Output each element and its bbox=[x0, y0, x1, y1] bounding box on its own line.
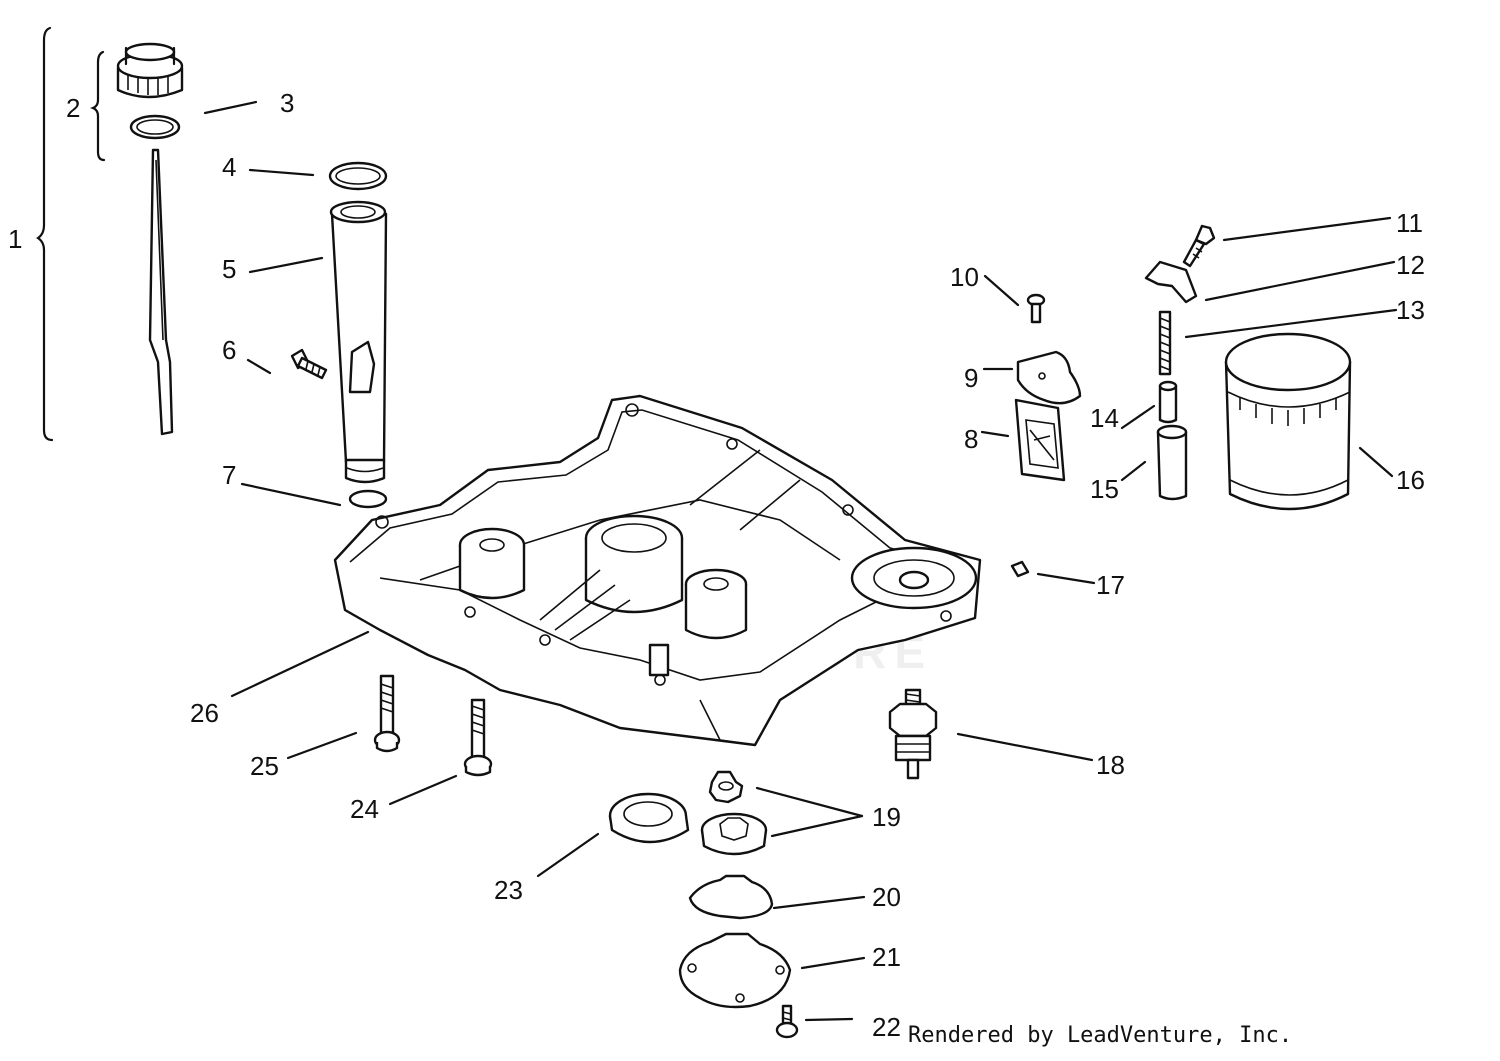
callout-2: 2 bbox=[66, 93, 80, 123]
callout-18: 18 bbox=[1096, 750, 1125, 780]
callout-labels: 1 2 3 4 5 6 7 8 9 10 11 12 13 14 15 16 1… bbox=[8, 88, 1425, 1042]
assembly-bracket-1 bbox=[36, 26, 54, 442]
pipe-plug bbox=[1010, 560, 1030, 578]
dipstick bbox=[148, 148, 174, 436]
valve-bracket bbox=[1144, 260, 1198, 304]
tube-o-ring bbox=[328, 161, 388, 191]
callout-22: 22 bbox=[872, 1012, 901, 1042]
callout-11: 11 bbox=[1396, 208, 1423, 238]
bracket-bolt bbox=[1182, 224, 1216, 268]
leader-lines bbox=[203, 100, 1398, 1022]
oil-filter bbox=[1224, 332, 1352, 511]
bolt-24 bbox=[463, 698, 493, 777]
callout-7: 7 bbox=[222, 460, 236, 490]
callout-20: 20 bbox=[872, 882, 901, 912]
callout-21: 21 bbox=[872, 942, 901, 972]
filter-decal bbox=[1014, 398, 1066, 482]
baffle-screw bbox=[1026, 293, 1046, 324]
relief-valve-sleeve bbox=[1156, 424, 1188, 501]
bolt-25 bbox=[373, 674, 401, 753]
callout-10: 10 bbox=[950, 262, 979, 292]
callout-19: 19 bbox=[872, 802, 901, 832]
oil-pressure-switch bbox=[888, 688, 938, 780]
assembly-bracket-2 bbox=[90, 50, 106, 162]
callout-16: 16 bbox=[1396, 465, 1425, 495]
callout-9: 9 bbox=[964, 363, 978, 393]
oil-seal bbox=[608, 792, 690, 844]
tube-base-o-ring bbox=[348, 489, 388, 509]
relief-valve-piston bbox=[1158, 380, 1178, 424]
oil-pump-outer-rotor bbox=[700, 812, 768, 856]
callout-13: 13 bbox=[1396, 295, 1425, 325]
callout-24: 24 bbox=[350, 794, 379, 824]
callout-3: 3 bbox=[280, 88, 294, 118]
relief-valve-spring bbox=[1158, 310, 1172, 376]
render-credit: Rendered by LeadVenture, Inc. bbox=[908, 1023, 1293, 1048]
pump-cover-gasket bbox=[688, 874, 774, 920]
oil-baffle bbox=[1016, 350, 1082, 405]
callout-23: 23 bbox=[494, 875, 523, 905]
dipstick-cap bbox=[116, 42, 184, 99]
dipstick-tube bbox=[329, 200, 388, 484]
callout-17: 17 bbox=[1096, 570, 1125, 600]
oil-pan bbox=[333, 394, 982, 747]
callout-25: 25 bbox=[250, 751, 279, 781]
callout-26: 26 bbox=[190, 698, 219, 728]
oil-pump-inner-rotor bbox=[708, 770, 744, 804]
pump-cover-screw bbox=[775, 1004, 799, 1039]
callout-1: 1 bbox=[8, 224, 22, 254]
oil-pump-cover bbox=[678, 932, 792, 1009]
callout-8: 8 bbox=[964, 424, 978, 454]
callout-14: 14 bbox=[1090, 403, 1119, 433]
callout-6: 6 bbox=[222, 335, 236, 365]
callout-5: 5 bbox=[222, 254, 236, 284]
callout-12: 12 bbox=[1396, 250, 1425, 280]
callout-15: 15 bbox=[1090, 474, 1119, 504]
callout-4: 4 bbox=[222, 152, 236, 182]
tube-mounting-screw bbox=[290, 348, 328, 380]
